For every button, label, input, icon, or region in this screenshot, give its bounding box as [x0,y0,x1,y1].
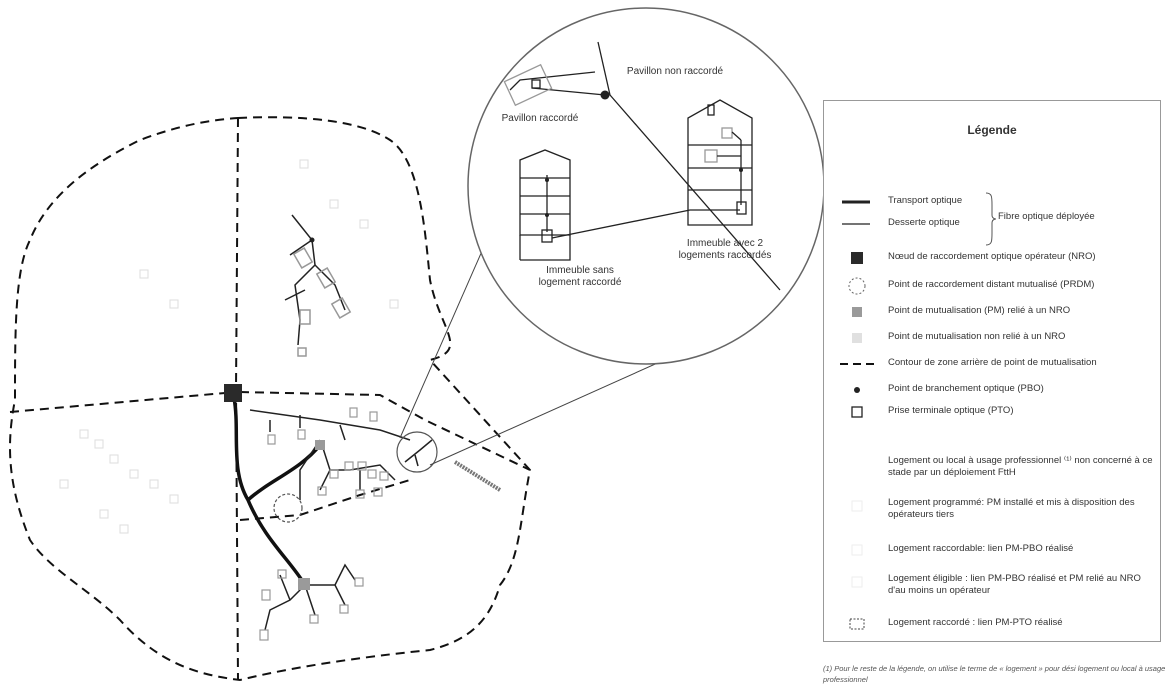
label-immeuble-sans-logement: Immeuble sans logement raccordé [538,265,622,288]
house-faint-icon [851,576,863,588]
hatched-segment [453,460,502,492]
legend-label: Contour de zone arrière de point de mutu… [888,357,1097,368]
legend-row-logement-non-concerne: Logement ou local à usage professionnel … [824,453,1160,483]
zoom-focus-circle [396,431,438,473]
transport-line-2 [246,443,322,502]
legend-label: Point de branchement optique (PBO) [888,383,1044,394]
grey-square-icon [852,307,862,317]
house-faint-icon [851,500,863,512]
legend-row-nro: Nœud de raccordement optique opérateur (… [824,249,1160,267]
lower-network [264,563,356,631]
pm-grey-2 [298,578,310,590]
middle-houses [267,407,389,499]
prdm-circle [273,493,303,523]
legend-label: Logement raccordé : lien PM-PTO réalisé [888,617,1063,628]
legend-row-transport: Transport optique [824,193,1160,211]
legend-label: Logement ou local à usage professionnel … [888,455,1153,478]
zone-split-pm [239,391,531,471]
thick-line-icon [842,200,870,204]
zoom-contents [503,41,781,291]
zoom-pbo-dot-3 [545,213,549,217]
legend-row-logement-eligible: Logement éligible : lien PM-PBO réalisé … [824,571,1160,601]
legend-label: Point de raccordement distant mutualisé … [888,279,1095,290]
legend-label: Point de mutualisation (PM) relié à un N… [888,305,1071,316]
pm-grey-1 [315,440,325,450]
legend-label: Prise terminale optique (PTO) [888,405,1014,416]
house-dashed-icon [849,618,865,630]
footnote: (1) Pour le reste de la légende, on util… [823,664,1166,684]
zoom-pbo-dot [600,90,610,100]
dashed-line-icon [840,363,874,365]
label-pavillon-raccorde: Pavillon raccordé [501,113,579,124]
zoom-pbo-dot-2 [545,178,549,182]
legend-row-contour: Contour de zone arrière de point de mutu… [824,355,1160,373]
legend-box: Légende Fibre optique déployée Transport… [823,100,1161,642]
legend-title: Légende [967,123,1017,137]
dot-icon [854,387,860,393]
upper-network [284,214,346,346]
legend-row-logement-raccorde: Logement raccordé : lien PM-PTO réalisé [824,615,1160,633]
legend-label: Desserte optique [888,217,960,228]
middle-network [249,409,411,500]
legend-label: Logement programmé: PM installé et mis à… [888,497,1135,520]
legend-label: Point de mutualisation non relié à un NR… [888,331,1066,342]
legend-group-label: Fibre optique déployée [998,211,1095,222]
legend-row-pm-nonrelie: Point de mutualisation non relié à un NR… [824,329,1160,347]
legend-row-pto: Prise terminale optique (PTO) [824,403,1160,421]
zoom-bubble [467,7,825,365]
nro-square [224,384,242,402]
faint-houses [59,159,399,534]
lower-houses [259,569,364,641]
house-faint-icon [851,544,863,556]
pbo-dot [309,237,315,243]
light-square-icon [852,333,862,343]
open-square-icon [851,406,863,418]
zone-split-lower [239,479,411,521]
legend-row-desserte: Desserte optique [824,215,1160,233]
black-square-icon [851,252,863,264]
focus-network [404,439,433,467]
zoom-pbo-dot-4 [739,168,743,172]
upper-houses [292,247,352,357]
zone-split-left [9,391,237,413]
legend-label: Logement éligible : lien PM-PBO réalisé … [888,573,1141,596]
zone-contour [9,116,532,682]
thin-line-icon [842,223,870,225]
legend-row-logement-programme: Logement programmé: PM installé et mis à… [824,495,1160,525]
label-immeuble-2-logements: Immeuble avec 2 logements raccordés [678,238,772,261]
dashed-circle-icon [848,277,866,295]
legend-row-logement-raccordable: Logement raccordable: lien PM-PBO réalis… [824,541,1160,559]
legend-row-pbo: Point de branchement optique (PBO) [824,381,1160,399]
legend-label: Transport optique [888,195,963,206]
legend-row-pm: Point de mutualisation (PM) relié à un N… [824,303,1160,321]
legend-label: Logement raccordable: lien PM-PBO réalis… [888,543,1074,554]
legend-row-prdm: Point de raccordement distant mutualisé … [824,277,1160,295]
legend-label: Nœud de raccordement optique opérateur (… [888,251,1096,262]
legend-brace [985,192,997,246]
label-pavillon-non-raccorde: Pavillon non raccordé [626,66,724,77]
